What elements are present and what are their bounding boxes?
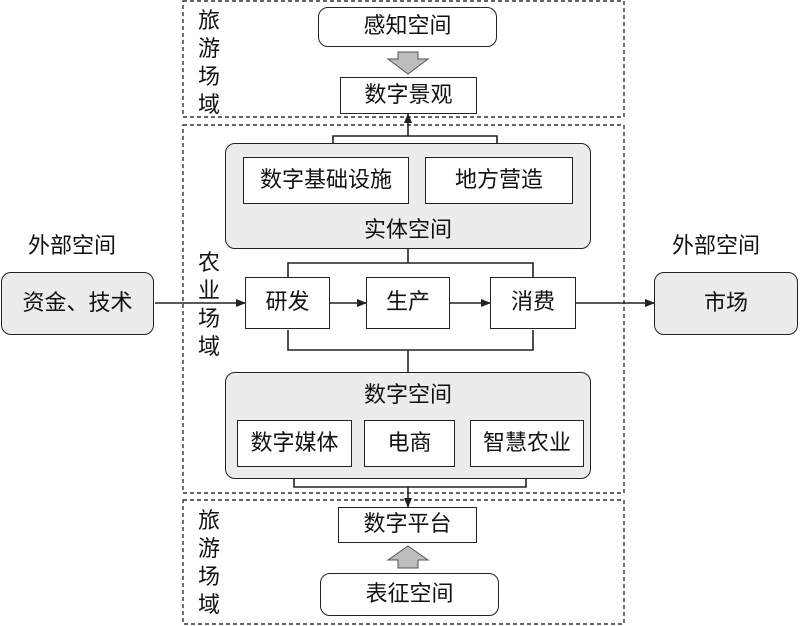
chain-item-consumption: 消费: [490, 277, 576, 329]
physical-item-digital-infrastructure: 数字基础设施: [243, 157, 409, 204]
chain-item-rd: 研发: [245, 277, 330, 329]
agri-label: 农业场域: [197, 251, 220, 360]
chain-item-production: 生产: [366, 277, 450, 329]
physical-space-title: 实体空间: [363, 218, 452, 243]
external-left-label: 外部空间: [28, 234, 117, 259]
digital-space-title: 数字空间: [363, 383, 452, 408]
chain-top-bracket: [287, 262, 534, 283]
digital-platform-box: 数字平台: [338, 507, 477, 543]
tourism-bottom-frame: [182, 499, 625, 625]
capital-technology-box: 资金、技术: [1, 272, 154, 335]
digital-item-digital-media: 数字媒体: [237, 420, 352, 467]
agri-frame: [182, 124, 625, 494]
digital-item-smart-agriculture: 智慧农业: [470, 420, 584, 467]
physical-item-place-making: 地方营造: [425, 157, 573, 204]
perception-space-box: 感知空间: [318, 7, 497, 47]
digital-landscape-box: 数字景观: [340, 77, 477, 114]
chain-bottom-bracket: [287, 330, 534, 351]
market-box: 市场: [654, 272, 798, 335]
tourism-bottom-label: 旅游场域: [197, 509, 220, 618]
perception-to-landscape-arrow: [386, 51, 430, 75]
representation-space-box: 表征空间: [320, 573, 499, 616]
tourism-top-frame: [182, 0, 625, 118]
representation-to-platform-arrow: [386, 545, 430, 569]
digital-item-ecommerce: 电商: [364, 420, 455, 467]
tourism-top-label: 旅游场域: [197, 9, 220, 118]
external-right-label: 外部空间: [672, 234, 761, 259]
